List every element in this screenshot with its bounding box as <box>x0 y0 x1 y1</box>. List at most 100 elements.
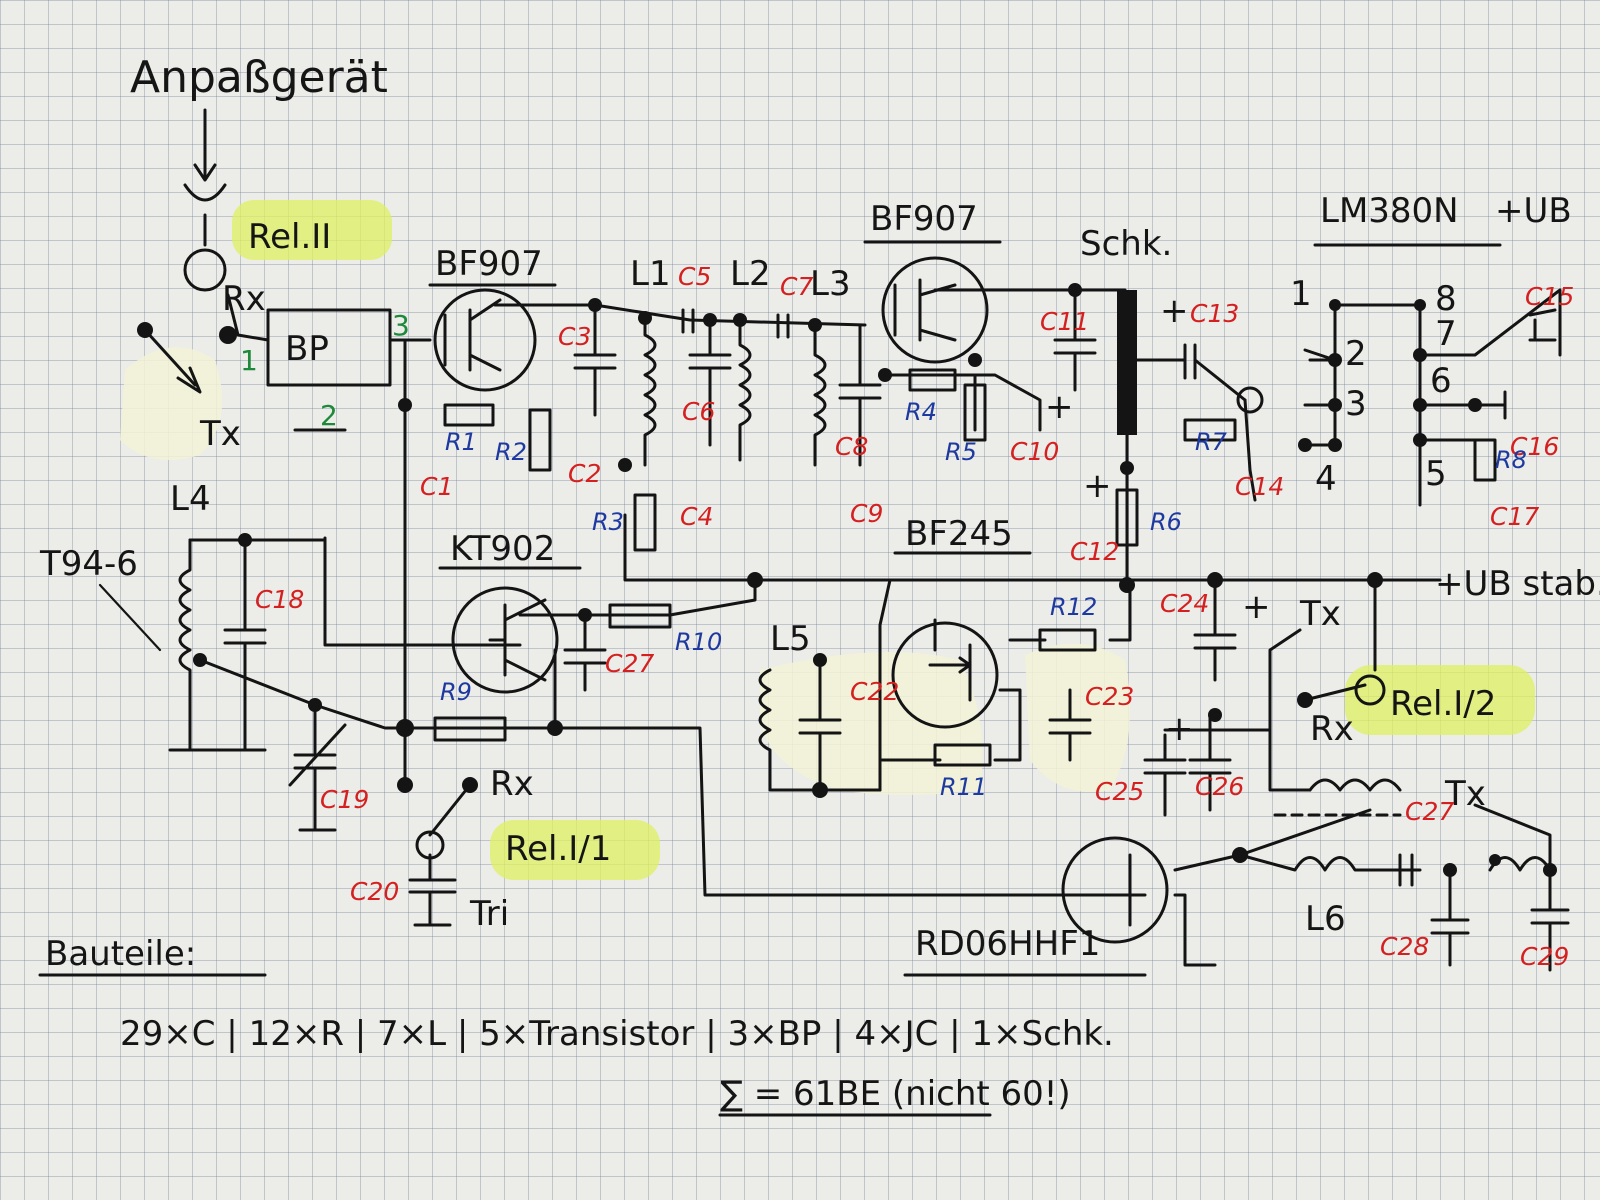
label-r1: R1 <box>445 428 477 456</box>
label-bp: BP <box>285 329 329 369</box>
label-c8: C8 <box>835 432 868 461</box>
label-c1: C1 <box>420 472 453 501</box>
label-tx-out: Tx <box>1444 774 1486 814</box>
capacitor-labels: C1 C2 C3 C4 C5 C6 C7 C8 C9 C10 C11 C12 C… <box>255 262 1574 971</box>
label-c15: C15 <box>1525 282 1574 311</box>
transistor-rd06hhf1 <box>1061 836 1169 944</box>
label-c9: C9 <box>850 499 883 528</box>
label-c19: C19 <box>320 785 369 814</box>
label-c29: C29 <box>1520 942 1569 971</box>
label-c24: C24 <box>1160 589 1209 618</box>
junction-dots <box>137 283 1557 877</box>
label-plus-c24: + <box>1242 587 1271 627</box>
label-r10: R10 <box>675 628 722 656</box>
label-l6: L6 <box>1305 899 1346 939</box>
label-rx-top: Rx <box>222 279 266 319</box>
label-l5: L5 <box>770 619 811 659</box>
label-rel2: Rel.II <box>248 217 331 257</box>
label-l3: L3 <box>810 264 851 304</box>
t94-pointer <box>98 583 162 652</box>
choke-core <box>1117 290 1137 435</box>
label-pin2: 2 <box>320 399 338 432</box>
label-c14: C14 <box>1235 472 1284 501</box>
transistor-kt902 <box>451 586 559 694</box>
label-kt902: KT902 <box>450 529 555 569</box>
label-l4: L4 <box>170 479 211 519</box>
label-r5: R5 <box>945 438 977 466</box>
label-c27-kt: C27 <box>605 649 654 678</box>
label-c28: C28 <box>1380 932 1429 961</box>
label-c7: C7 <box>780 272 813 301</box>
label-ic-pin3: 3 <box>1345 384 1367 424</box>
label-ic-pin8: 8 <box>1435 279 1457 319</box>
parts-summary: 29×C | 12×R | 7×L | 5×Transistor | 3×BP … <box>120 1014 1114 1054</box>
ic-lm380-pins <box>1303 348 1422 507</box>
label-r8: R8 <box>1495 446 1527 474</box>
label-c5: C5 <box>678 262 711 291</box>
label-r7: R7 <box>1195 428 1228 456</box>
label-ub-top: +UB <box>1495 191 1572 231</box>
label-ub-stab: +UB stab. <box>1435 564 1600 604</box>
kt902-pins <box>488 598 547 682</box>
label-plus-c12: + <box>1083 466 1112 506</box>
bf245-pins <box>928 618 972 702</box>
label-pin3: 3 <box>392 309 410 342</box>
label-plus-c25: + <box>1165 709 1194 749</box>
resistor-bodies <box>433 368 1497 767</box>
label-r3: R3 <box>592 508 624 536</box>
label-bf907-1: BF907 <box>435 244 543 284</box>
label-r11: R11 <box>940 773 987 801</box>
label-t94: T94-6 <box>39 544 138 584</box>
relay-rel1-2-contact <box>1354 674 1386 706</box>
resistor-labels: R1 R2 R3 R4 R5 R6 R7 R8 R9 R10 R11 R12 <box>440 398 1527 801</box>
label-ic-pin4: 4 <box>1315 459 1337 499</box>
label-c3: C3 <box>558 322 591 351</box>
rd06-pins <box>1083 853 1132 927</box>
label-c12: C12 <box>1070 537 1119 566</box>
label-c6: C6 <box>682 397 715 426</box>
label-lm380: LM380N <box>1320 191 1459 231</box>
label-c2: C2 <box>568 459 601 488</box>
r7-wiper-node <box>1236 386 1264 414</box>
relay-rel1-1-contact <box>415 830 445 860</box>
label-c25: C25 <box>1095 777 1144 806</box>
parts-sum: ∑ = 61BE (nicht 60!) <box>720 1074 1071 1114</box>
label-rel1-2: Rel.I/2 <box>1390 684 1496 724</box>
label-r4: R4 <box>905 398 937 426</box>
transistor-bf907-1 <box>433 288 537 392</box>
label-plus-c13: + <box>1160 291 1189 331</box>
bf907-1-pins <box>443 298 502 372</box>
label-c17: C17 <box>1490 502 1539 531</box>
label-anpassgeraet: Anpaßgerät <box>130 52 388 103</box>
bf907-2-pins <box>893 278 957 342</box>
label-bf245: BF245 <box>905 514 1013 554</box>
c15-symbol <box>1528 308 1557 342</box>
label-r12: R12 <box>1050 593 1097 621</box>
label-c13: C13 <box>1190 299 1239 328</box>
highlight-rel2 <box>232 200 392 260</box>
transistor-bf907-2 <box>881 256 989 364</box>
label-r9: R9 <box>440 678 472 706</box>
transistor-bf245 <box>891 621 999 729</box>
label-ic-pin1: 1 <box>1290 274 1312 314</box>
label-c4: C4 <box>680 502 713 531</box>
highlight-rel1-2 <box>1345 665 1535 735</box>
label-l1: L1 <box>630 254 671 294</box>
parts-heading: Bauteile: <box>45 934 196 974</box>
relay-rel2-contact <box>183 248 227 292</box>
label-l2: L2 <box>730 254 771 294</box>
label-c16: C16 <box>1510 432 1559 461</box>
label-bf907-2: BF907 <box>870 199 978 239</box>
label-rel1-1: Rel.I/1 <box>505 829 611 869</box>
label-ic-pin5: 5 <box>1425 454 1447 494</box>
label-schk: Schk. <box>1080 224 1172 264</box>
label-c27: C27 <box>1405 797 1454 826</box>
highlight-rel1-1 <box>490 820 660 880</box>
label-c10: C10 <box>1010 437 1059 466</box>
label-rd06: RD06HHF1 <box>915 924 1100 964</box>
label-c26: C26 <box>1195 772 1244 801</box>
wires <box>143 108 1570 972</box>
label-tx-left: Tx <box>199 414 241 454</box>
